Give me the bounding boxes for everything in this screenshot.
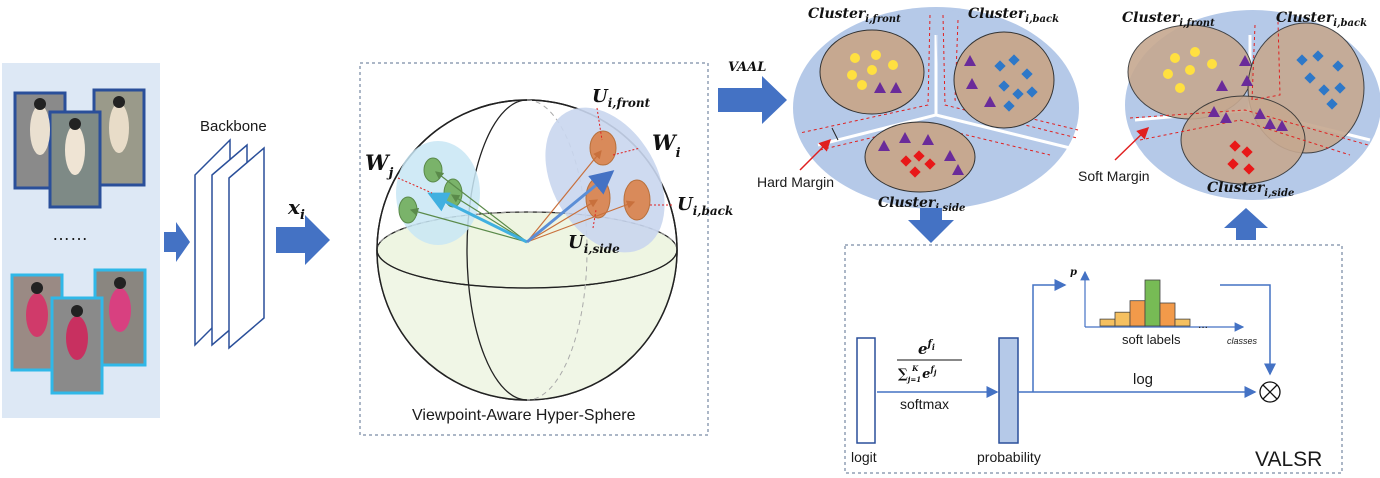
vaal-label: VAAL: [728, 60, 766, 75]
feature-label: xi: [287, 195, 305, 223]
hard-label-side: Clusteri,side: [878, 195, 965, 214]
soft-label-bars: [1099, 279, 1191, 327]
soft-label-bar-2: [1114, 311, 1131, 327]
arrow-to-backbone: [164, 222, 190, 262]
soft-label-back: Clusteri,back: [1276, 10, 1367, 29]
person-images-bottom: [10, 268, 147, 395]
sphere-caption: Viewpoint-Aware Hyper-Sphere: [412, 407, 636, 424]
sphere-vectors: [409, 150, 636, 244]
soft-margin-panel: Clusteri,front Clusteri,back Clusteri,si…: [1078, 10, 1380, 200]
backbone-block: Backbone: [194, 118, 267, 350]
soft-label-bar-5: [1159, 302, 1176, 327]
label-u-front: Ui,front: [592, 86, 651, 110]
label-u-side: Ui,side: [568, 232, 620, 256]
probability-label: probability: [977, 449, 1041, 465]
softmax-label: softmax: [900, 396, 949, 412]
label-u-back: Ui,back: [677, 194, 733, 218]
hard-margin-panel: Clusteri,front Clusteri,back Clusteri,si…: [757, 6, 1079, 214]
axis-p-label: p: [1070, 267, 1077, 278]
arrow-down-to-valsr: [908, 208, 954, 243]
log-label: log: [1133, 371, 1153, 388]
soft-label-bar-3: [1129, 300, 1146, 327]
hard-label-back: Clusteri,back: [968, 6, 1059, 25]
arrow-to-sphere: [276, 215, 330, 265]
soft-label-bar-6: [1174, 318, 1191, 327]
label-w-j: Wj: [365, 150, 394, 181]
soft-label-side: Clusteri,side: [1207, 180, 1294, 199]
input-ellipsis: ……: [52, 224, 88, 244]
soft-labels-caption: soft labels: [1122, 332, 1181, 347]
label-w-i: Wi: [652, 130, 681, 161]
hypersphere-panel: Wj Wi Ui,front Ui,back Ui,side Viewpoint…: [359, 62, 733, 436]
hard-margin-label: Hard Margin: [757, 174, 834, 190]
person-images-top: [13, 88, 146, 209]
soft-margin-label: Soft Margin: [1078, 168, 1150, 184]
input-image-panel: ……: [2, 63, 160, 418]
bars-ellipsis: ...: [1198, 317, 1208, 331]
axis-classes-label: classes: [1227, 336, 1258, 346]
hard-label-front: Clusteri,front: [808, 6, 901, 25]
vaal-arrow: [718, 76, 787, 124]
backbone-label: Backbone: [200, 118, 267, 135]
arrow-up-from-valsr: [1224, 208, 1268, 240]
soft-label-front: Clusteri,front: [1122, 10, 1215, 29]
softmax-formula-num: efi: [918, 339, 935, 358]
soft-label-bar-1: [1099, 318, 1116, 327]
probability-bar: [998, 337, 1019, 444]
logit-bar: [856, 337, 876, 444]
soft-label-chart: p ... soft labels classes: [1070, 267, 1258, 347]
multiply-node-icon: [1259, 381, 1281, 403]
logit-label: logit: [851, 449, 877, 465]
soft-label-bar-4: [1144, 279, 1161, 327]
valsr-title: VALSR: [1255, 448, 1322, 471]
